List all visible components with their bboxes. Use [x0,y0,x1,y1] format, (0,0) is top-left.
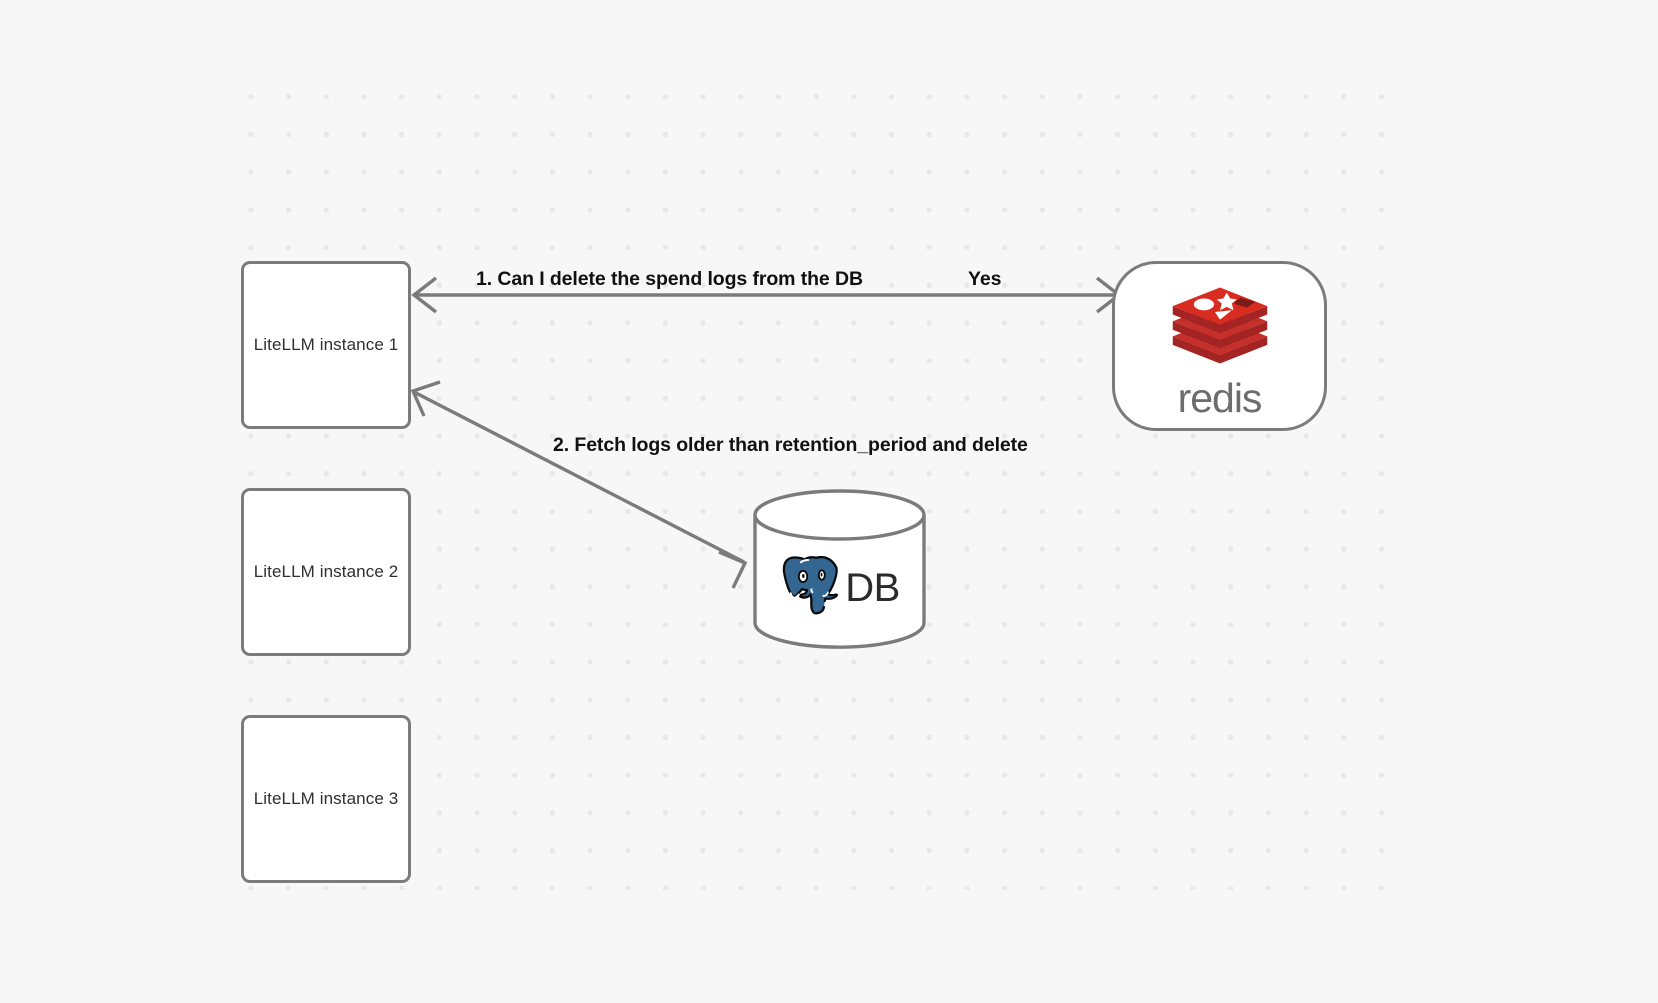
node-label: LiteLLM instance 1 [253,335,399,354]
node-litellm-instance-2[interactable]: LiteLLM instance 2 [241,488,411,656]
redis-logo-icon [1172,287,1267,363]
node-litellm-instance-1[interactable]: LiteLLM instance 1 [241,261,411,429]
postgresql-elephant-icon [779,556,842,618]
db-label: DB [845,566,900,610]
node-litellm-instance-3[interactable]: LiteLLM instance 3 [241,715,411,883]
edge-label-step-2: 2. Fetch logs older than retention_perio… [553,434,1028,456]
edge-label-step-1-reply: Yes [968,268,1002,290]
node-db[interactable]: DB [752,488,927,650]
db-contents: DB [752,488,927,650]
redis-wordmark: redis [1177,374,1263,421]
node-label: LiteLLM instance 3 [253,789,399,808]
node-redis[interactable]: redis [1112,261,1327,431]
edge-litellm1-db [410,380,748,589]
edge-label-step-1: 1. Can I delete the spend logs from the … [476,268,863,290]
node-label: LiteLLM instance 2 [253,562,399,581]
